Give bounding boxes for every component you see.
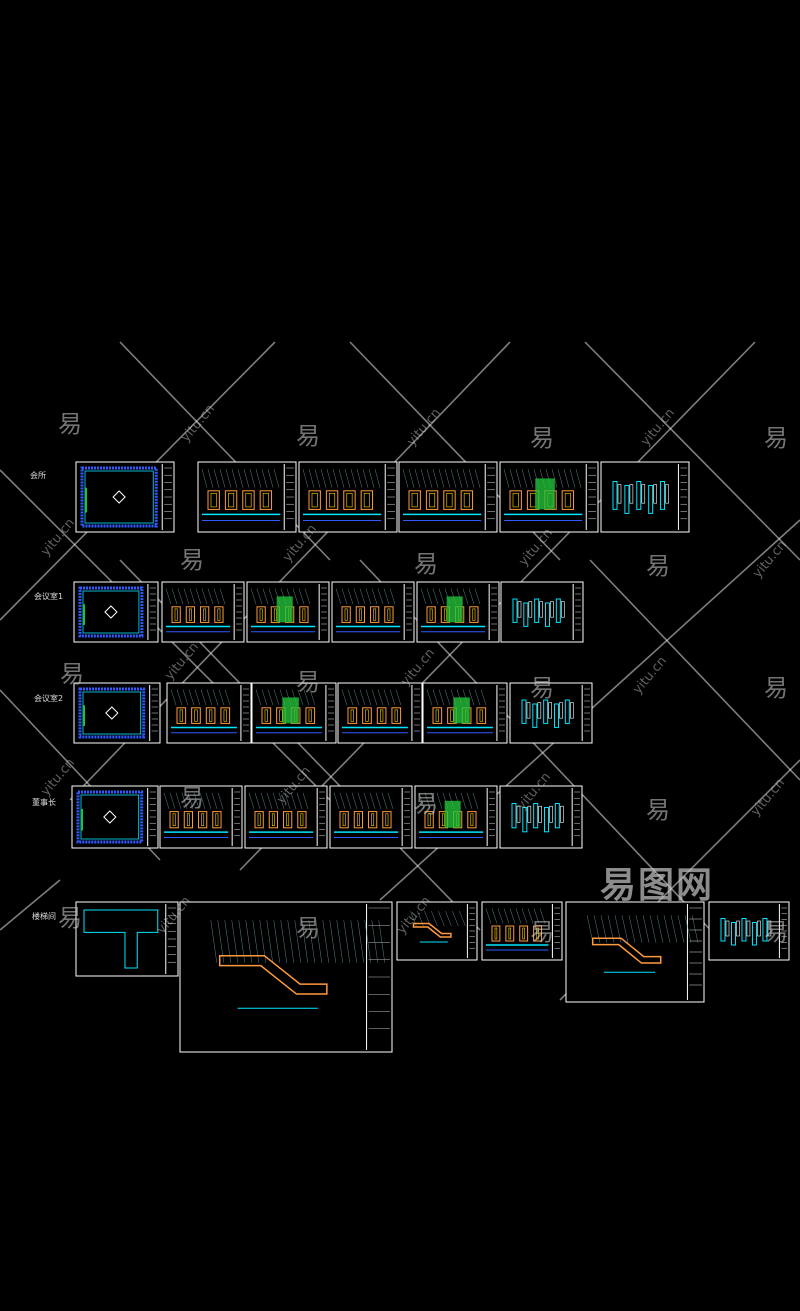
stairwell-sheet-5[interactable]	[565, 901, 705, 1003]
meeting-room-1-sheet-4[interactable]	[331, 581, 415, 643]
chairman-sheet-2[interactable]	[159, 785, 243, 849]
meeting-room-1-sheet-3[interactable]	[246, 581, 330, 643]
clubhouse-sheet-1[interactable]	[75, 461, 175, 533]
meeting-room-1-sheet-5[interactable]	[416, 581, 500, 643]
watermark-char: 易	[646, 796, 670, 824]
watermark-char: 易	[180, 784, 204, 812]
clubhouse-sheet-2[interactable]	[197, 461, 297, 533]
row-label-chairman: 董事长	[32, 798, 56, 807]
watermark-char: 易	[764, 674, 788, 702]
stairwell-sheet-6[interactable]	[708, 901, 790, 961]
meeting-room-2-sheet-3[interactable]	[251, 682, 337, 744]
meeting-room-2-sheet-5[interactable]	[422, 682, 508, 744]
watermark-char: 易	[764, 424, 788, 452]
row-label-stairwell: 楼梯间	[32, 912, 56, 921]
meeting-room-1-sheet-6[interactable]	[500, 581, 584, 643]
watermark-char: 易	[58, 410, 82, 438]
meeting-room-2-sheet-2[interactable]	[166, 682, 252, 744]
stairwell-sheet-4[interactable]	[481, 901, 563, 961]
meeting-room-2-sheet-6[interactable]	[509, 682, 593, 744]
row-label-meeting-room-2: 会议室2	[34, 694, 64, 703]
chairman-sheet-5[interactable]	[414, 785, 498, 849]
meeting-room-1-sheet-2[interactable]	[161, 581, 245, 643]
watermark-char: 易	[60, 660, 84, 688]
watermark-char: 易	[296, 668, 320, 696]
yitu-logo: 易图网	[600, 865, 715, 906]
watermark-char: 易	[414, 790, 438, 818]
watermark-char: 易	[530, 424, 554, 452]
stairwell-sheet-2[interactable]	[179, 901, 393, 1053]
chairman-sheet-3[interactable]	[244, 785, 328, 849]
chairman-sheet-6[interactable]	[499, 785, 583, 849]
clubhouse-sheet-6[interactable]	[600, 461, 690, 533]
stairwell-sheet-1[interactable]	[75, 901, 179, 977]
chairman-sheet-1[interactable]	[71, 785, 159, 849]
watermark-char: 易	[414, 550, 438, 578]
clubhouse-sheet-3[interactable]	[298, 461, 398, 533]
meeting-room-2-sheet-4[interactable]	[337, 682, 423, 744]
chairman-sheet-4[interactable]	[329, 785, 413, 849]
row-label-meeting-room-1: 会议室1	[34, 592, 64, 601]
meeting-room-1-sheet-1[interactable]	[73, 581, 159, 643]
clubhouse-sheet-5[interactable]	[499, 461, 599, 533]
watermark-char: 易	[296, 422, 320, 450]
watermark-char: 易	[530, 918, 554, 946]
meeting-room-2-sheet-1[interactable]	[73, 682, 161, 744]
watermark-char: 易	[296, 914, 320, 942]
clubhouse-sheet-4[interactable]	[398, 461, 498, 533]
watermark-char: 易	[646, 552, 670, 580]
watermark-char: 易	[58, 904, 82, 932]
stairwell-sheet-3[interactable]	[396, 901, 478, 961]
watermark-char: 易	[764, 918, 788, 946]
watermark-char: 易	[180, 546, 204, 574]
watermark-char: 易	[530, 674, 554, 702]
row-label-clubhouse: 会所	[30, 471, 46, 480]
